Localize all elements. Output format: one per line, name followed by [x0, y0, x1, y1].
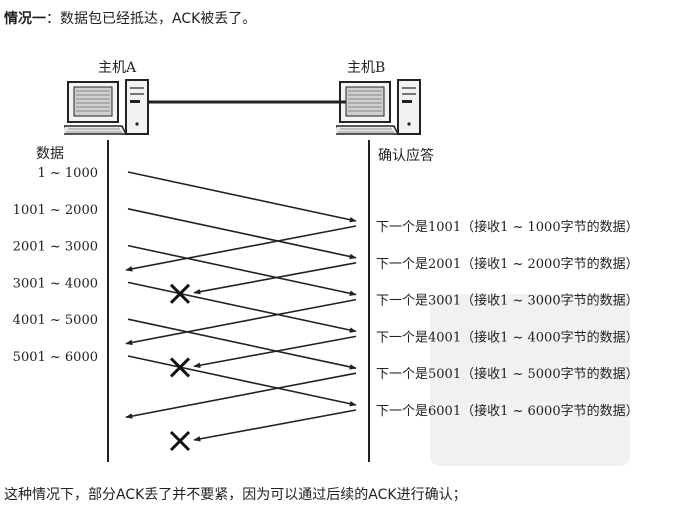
ack-label: 下一个是3001（接收1 ~ 3000字节的数据）	[376, 293, 639, 309]
x-mark-icon	[171, 432, 189, 450]
case-description: 数据包已经抵达，ACK被丢了。	[60, 11, 256, 27]
segment-label: 3001 ~ 4000	[13, 276, 98, 291]
segment-label: 1 ~ 1000	[37, 166, 98, 181]
ack-label: 下一个是5001（接收1 ~ 5000字节的数据）	[376, 366, 639, 382]
ack-loss-diagram: 主机A 主机B 数据 确认应答 1 ~ 1000 1001 ~ 2000 2001 …	[0, 44, 694, 468]
host-a-computer-icon	[62, 80, 148, 134]
ack-column-title: 确认应答	[378, 147, 434, 164]
lost-ack-arrow	[194, 336, 356, 366]
segment-label: 1001 ~ 2000	[13, 203, 98, 218]
x-mark-icon	[171, 285, 189, 303]
segment-label: 2001 ~ 3000	[13, 240, 98, 255]
footer-explanation: 这种情况下，部分ACK丢了并不要紧，因为可以通过后续的ACK进行确认；	[4, 486, 467, 504]
ack-label: 下一个是1001（接收1 ~ 1000字节的数据）	[376, 219, 639, 235]
data-segment-arrow	[128, 319, 356, 368]
x-mark-icon	[171, 358, 189, 376]
host-a-label: 主机A	[98, 60, 137, 76]
case-label: 情况一	[4, 11, 46, 27]
case-separator: ：	[46, 11, 60, 27]
segment-label: 4001 ~ 5000	[13, 313, 98, 328]
host-b-computer-icon	[334, 80, 420, 134]
data-column-title: 数据	[36, 146, 64, 162]
lost-ack-arrow	[194, 263, 356, 293]
data-segment-arrow	[128, 246, 356, 295]
ack-label: 下一个是6001（接收1 ~ 6000字节的数据）	[376, 403, 639, 419]
ack-label: 下一个是4001（接收1 ~ 4000字节的数据）	[376, 329, 639, 345]
data-segment-arrow	[128, 172, 356, 221]
case-heading: 情况一：数据包已经抵达，ACK被丢了。	[4, 10, 256, 28]
ack-label: 下一个是2001（接收1 ~ 2000字节的数据）	[376, 256, 639, 272]
segment-label: 5001 ~ 6000	[13, 350, 98, 365]
host-b-label: 主机B	[347, 60, 385, 76]
lost-ack-arrow	[194, 410, 356, 440]
